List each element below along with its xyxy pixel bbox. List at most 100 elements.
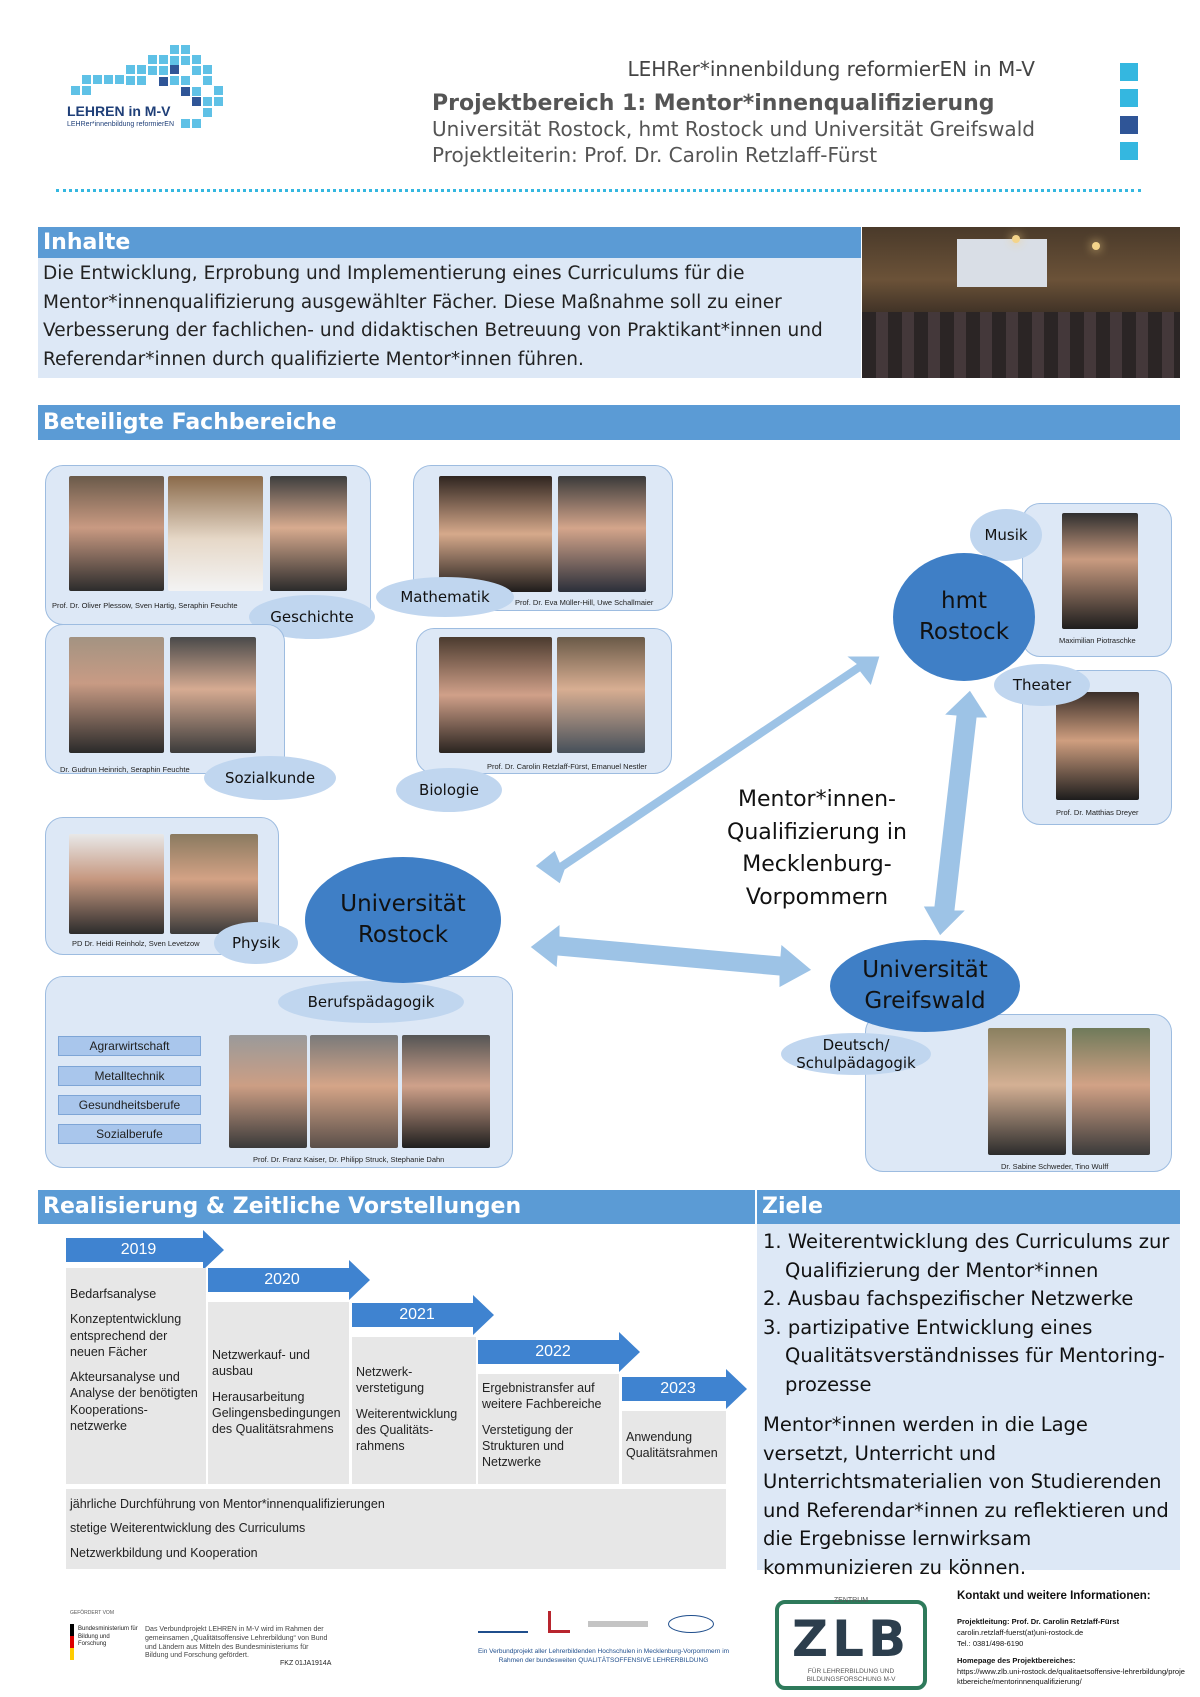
flag-icon <box>70 1624 74 1660</box>
bmbf-logo: GEFÖRDERT VOM Bundesministerium für Bild… <box>62 1610 154 1668</box>
timeline-2019: Bedarfsanalyse Konzeptentwicklung entspr… <box>66 1268 206 1484</box>
center-text-line: Mentor*innen- <box>737 787 896 812</box>
timeline-item: Anwendung Qualitätsrahmen <box>626 1430 718 1461</box>
homepage-url[interactable]: https://www.zlb.uni-rostock.de/qualitaet… <box>957 1667 1185 1686</box>
fachbereiche-heading: Beteiligte Fachbereiche <box>38 405 1180 440</box>
ziele-paragraph: Mentor*innen werden in die Lage versetzt… <box>763 1413 1169 1579</box>
timeline-2020: Netzwerkauf- und ausbau Herausarbeitung … <box>208 1302 349 1484</box>
deutsch-label-line-2: Schulpädagogik <box>796 1054 916 1072</box>
header-line-4: Projektleiterin: Prof. Dr. Carolin Retzl… <box>432 143 878 167</box>
timeline-2021: Netzwerk-verstetigung Weiterentwicklung … <box>352 1337 476 1484</box>
ziele-heading: Ziele <box>757 1190 1180 1224</box>
portrait-photo <box>1062 513 1138 629</box>
zlb-logo: ZENTRUM ZLB FÜR LEHRERBILDUNG UND BILDUN… <box>775 1597 927 1690</box>
subject-sozialberufe: Sozialberufe <box>58 1124 201 1144</box>
year-2022: 2022 <box>535 1343 571 1360</box>
biologie-caption: Prof. Dr. Carolin Retzlaff-Fürst, Emanue… <box>487 762 647 771</box>
deutsch-caption: Dr. Sabine Schweder, Tino Wulff <box>1001 1162 1109 1171</box>
theater-label: Theater <box>994 664 1090 706</box>
portrait-photo <box>310 1035 398 1148</box>
portrait-photo <box>229 1035 307 1148</box>
timeline-item: Netzwerkbildung und Kooperation <box>70 1545 258 1560</box>
fkz: FKZ 01JA1914A <box>280 1660 332 1667</box>
timeline-item: Konzeptentwicklung entsprechend der neue… <box>70 1312 182 1359</box>
partner-logos <box>478 1607 728 1647</box>
timeline-item: jährliche Durchführung von Mentor*innenq… <box>70 1497 385 1511</box>
sozialkunde-label: Sozialkunde <box>204 756 336 800</box>
portrait-photo <box>170 637 256 753</box>
header-line-3: Universität Rostock, hmt Rostock und Uni… <box>432 117 1035 141</box>
center-text-line: Vorpommern <box>745 884 889 910</box>
arrow-2020 <box>208 1260 370 1300</box>
timeline-item: Netzwerk-verstetigung <box>356 1365 425 1396</box>
deutsch-label: Deutsch/ Schulpädagogik <box>781 1033 931 1075</box>
logo-subtitle: LEHRer*innenbildung reformierEN <box>67 121 174 128</box>
mathematik-label: Mathematik <box>376 577 514 617</box>
logo: LEHREN in M-V LEHRer*innenbildung reform… <box>62 35 237 145</box>
hmt-rostock-line-1: hmt <box>941 587 987 614</box>
funding-text: Das Verbundprojekt LEHREN in M-V wird im… <box>145 1626 328 1660</box>
inhalte-heading: Inhalte <box>38 227 861 258</box>
berufspaedagogik-label: Berufspädagogik <box>278 981 464 1023</box>
bmbf-name: Bundesministerium für Bildung und Forsch… <box>78 1626 138 1647</box>
timeline-item: stetige Weiterentwicklung des Curriculum… <box>70 1521 306 1536</box>
uni-rostock-line-2: Rostock <box>357 922 449 948</box>
physik-caption: PD Dr. Heidi Reinholz, Sven Levetzow <box>72 939 200 948</box>
page-title: Projektbereich 1: Mentor*innenqualifizie… <box>432 91 995 116</box>
subject-gesundheitsberufe: Gesundheitsberufe <box>58 1095 201 1115</box>
portrait-photo <box>69 834 164 934</box>
lecture-hall-photo <box>862 227 1180 378</box>
hmt-logo <box>548 1611 570 1633</box>
cube-icon <box>1120 89 1138 107</box>
portrait-photo <box>988 1028 1066 1155</box>
timeline-item: Netzwerkauf- und ausbau <box>212 1348 310 1379</box>
zlb-subtitle: FÜR LEHRERBILDUNG UND BILDUNGSFORSCHUNG … <box>806 1668 896 1683</box>
ziel-3-cont: Qualitätsverständnisses für Mentoring- <box>785 1344 1165 1367</box>
hs-neubrandenburg-logo <box>588 1621 648 1627</box>
portrait-photo <box>402 1035 490 1148</box>
uni-greifswald-circle: Universität Greifswald <box>830 940 1020 1032</box>
uni-greifswald-line-1: Universität <box>862 956 988 983</box>
verbund-text: Ein Verbundprojekt aller Lehrerbildenden… <box>477 1648 730 1664</box>
sozialkunde-caption: Dr. Gudrun Heinrich, Seraphin Feuchte <box>60 765 190 774</box>
center-text: Mentor*innen- Qualifizierung in Mecklenb… <box>700 784 934 914</box>
gefoerdert-label: GEFÖRDERT VOM <box>70 1610 114 1616</box>
homepage-title: Homepage des Projektbereiches: <box>957 1656 1076 1665</box>
geschichte-caption: Prof. Dr. Oliver Plessow, Sven Hartig, S… <box>52 601 238 610</box>
musik-caption: Maximilian Piotraschke <box>1059 636 1136 645</box>
portrait-photo <box>69 637 164 753</box>
timeline-item: Weiterentwicklung des Qualitäts-rahmens <box>356 1406 458 1454</box>
portrait-photo <box>1056 692 1139 800</box>
portrait-photo <box>439 476 552 592</box>
timeline-arrows <box>66 1230 747 1409</box>
ziel-1: 1. Weiterentwicklung des Curriculums zur <box>763 1230 1170 1253</box>
center-text-line: Mecklenburg- <box>742 852 892 877</box>
timeline-item: Akteursanalyse und Analyse der benötigte… <box>70 1370 198 1433</box>
timeline-item: Herausarbeitung Gelingensbedingungen des… <box>212 1389 341 1437</box>
cube-icon <box>1120 116 1138 134</box>
connection-arrows <box>529 655 989 989</box>
logo-map-icon <box>62 45 223 129</box>
kontakt-leitung: Projektleitung: Prof. Dr. Carolin Retzla… <box>957 1617 1120 1626</box>
uni-rostock-logo <box>478 1619 528 1633</box>
year-2021: 2021 <box>399 1306 435 1323</box>
logo-title: LEHREN in M-V <box>67 103 171 119</box>
header-line-1: LEHRer*innenbildung reformierEN in M-V <box>627 57 1035 81</box>
kontakt-email: carolin.retzlaff-fuerst(at)uni-rostock.d… <box>957 1628 1084 1637</box>
geschichte-label: Geschichte <box>249 595 375 639</box>
ziel-3-cont: prozesse <box>785 1372 872 1396</box>
arrow-rostock-greifswald <box>529 922 813 989</box>
realisierung-heading: Realisierung & Zeitliche Vorstellungen <box>38 1190 755 1224</box>
portrait-photo <box>558 476 646 592</box>
portrait-photo <box>439 637 552 753</box>
ziel-2: 2. Ausbau fachspezifischer Netzwerke <box>763 1287 1134 1310</box>
arrow-2019 <box>66 1230 224 1270</box>
cube-icon <box>1120 142 1138 160</box>
subject-agrarwirtschaft: Agrarwirtschaft <box>58 1036 201 1056</box>
uni-greifswald-logo <box>668 1615 714 1633</box>
timeline-item: Bedarfsanalyse <box>70 1287 157 1301</box>
inhalte-text: Die Entwicklung, Erprobung und Implement… <box>38 258 861 378</box>
uni-rostock-line-1: Universität <box>340 890 466 917</box>
berufspaedagogik-caption: Prof. Dr. Franz Kaiser, Dr. Philipp Stru… <box>253 1155 445 1164</box>
musik-label: Musik <box>970 509 1042 561</box>
